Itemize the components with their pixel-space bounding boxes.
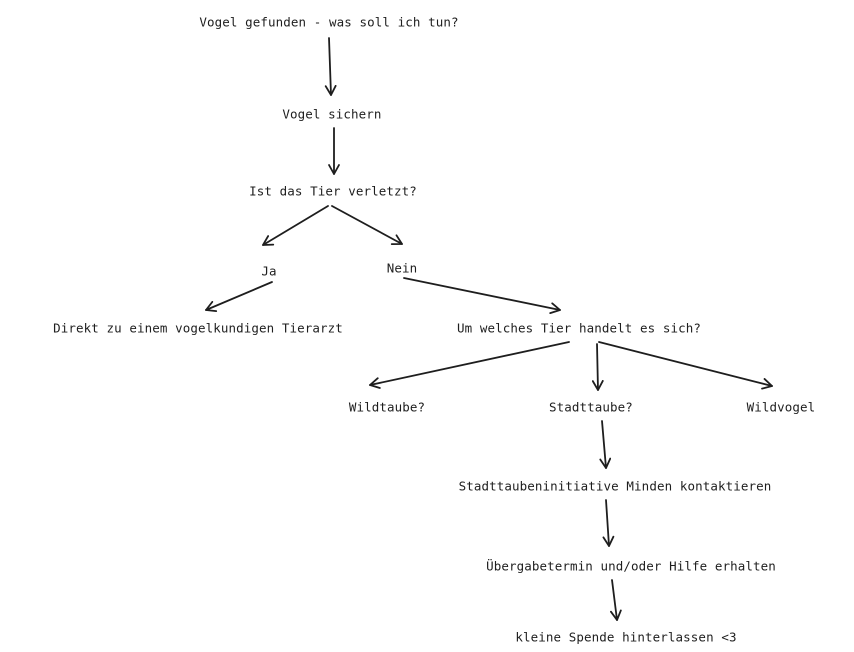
node-city-pigeon: Stadttaube?	[549, 399, 633, 415]
arrow-which-animal-to-city-pigeon	[591, 343, 604, 391]
arrow-which-animal-to-wild-bird	[598, 341, 773, 390]
node-wild-pigeon: Wildtaube?	[348, 399, 426, 415]
node-wild-bird: Wildvogel	[746, 399, 816, 415]
node-vet: Direkt zu einem vogelkundigen Tierarzt	[53, 320, 343, 336]
arrow-contact-to-handover	[602, 499, 615, 547]
node-no: Nein	[386, 260, 418, 276]
arrow-yes-to-vet	[205, 281, 273, 312]
node-injured-question: Ist das Tier verletzt?	[249, 183, 417, 199]
node-donate: kleine Spende hinterlassen <3	[515, 629, 737, 645]
node-contact: Stadttaubeninitiative Minden kontaktiere…	[458, 478, 772, 494]
arrow-injured-question-to-no	[331, 205, 403, 246]
arrow-which-animal-to-wild-pigeon	[369, 341, 570, 389]
node-yes: Ja	[261, 263, 277, 279]
arrow-no-to-which-animal	[403, 277, 561, 314]
node-handover: Übergabetermin und/oder Hilfe erhalten	[486, 558, 776, 574]
node-which-animal: Um welches Tier handelt es sich?	[456, 320, 702, 336]
arrow-start-to-secure	[324, 37, 337, 96]
arrow-injured-question-to-yes	[262, 205, 329, 246]
node-start: Vogel gefunden - was soll ich tun?	[199, 14, 459, 30]
arrow-city-pigeon-to-contact	[599, 420, 612, 469]
arrow-handover-to-donate	[610, 579, 622, 621]
node-secure: Vogel sichern	[282, 106, 382, 122]
